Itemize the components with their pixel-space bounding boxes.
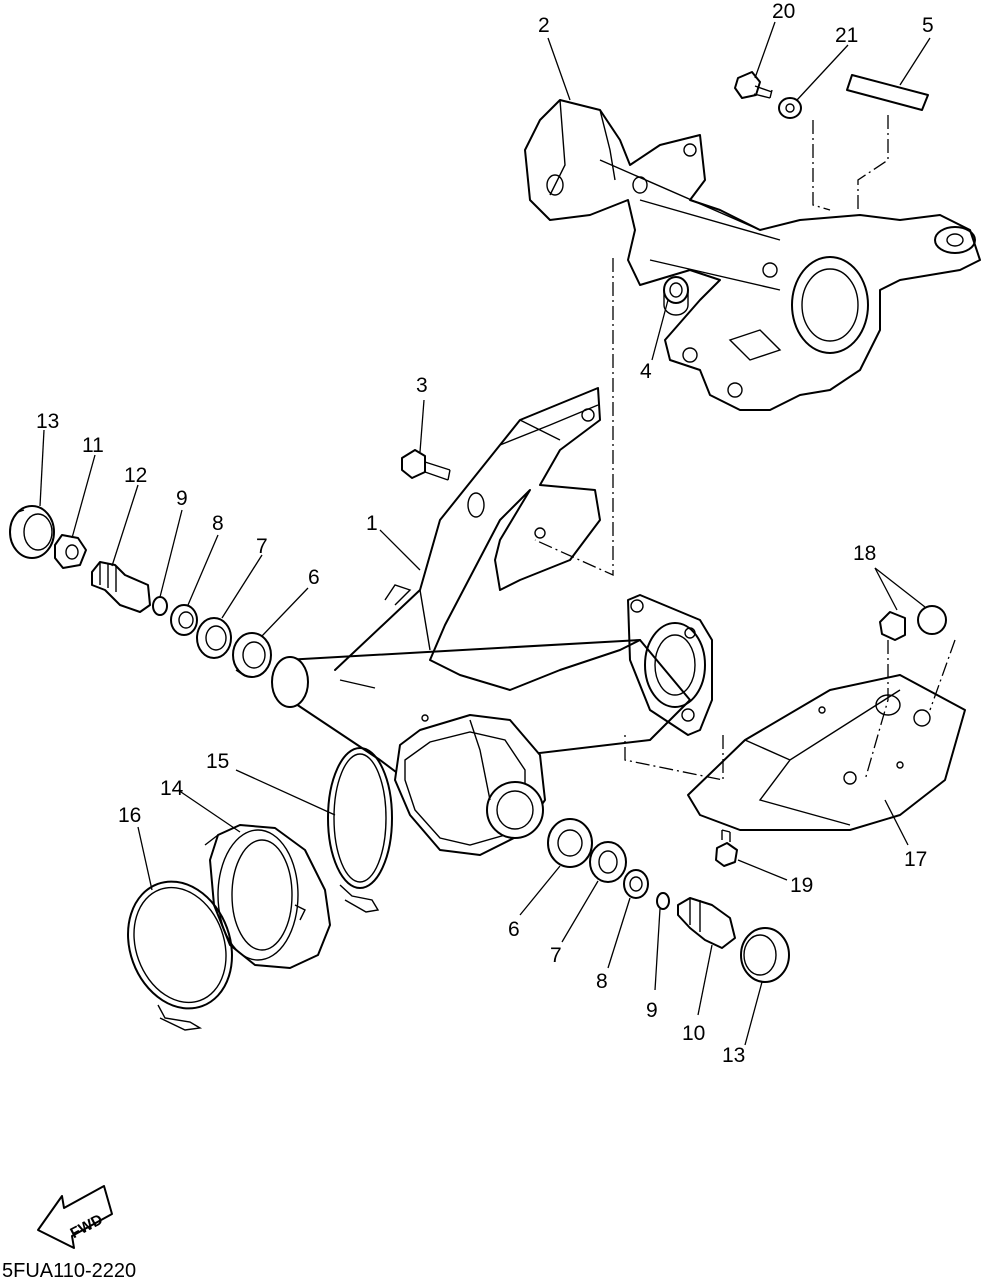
part-cap-13-left — [9, 505, 55, 559]
callout-8-left: 8 — [212, 512, 224, 535]
fwd-label: FWD — [68, 1211, 106, 1242]
callout-2: 2 — [538, 14, 550, 37]
callout-6-right: 6 — [508, 918, 520, 941]
part-clamp-15 — [327, 747, 393, 913]
part-band-16 — [127, 880, 233, 1031]
part-collar-8-left — [170, 604, 198, 636]
part-bolt-3 — [401, 449, 485, 518]
callout-18: 18 — [853, 542, 876, 565]
part-pivot-shaft-12 — [91, 561, 151, 613]
part-nut-4 — [663, 276, 689, 316]
callout-7-left: 7 — [256, 535, 268, 558]
alignment-lines — [534, 115, 956, 781]
callout-5: 5 — [922, 14, 934, 37]
part-bolt-19 — [715, 829, 738, 867]
part-pivot-shaft-10 — [677, 897, 736, 949]
callout-8-right: 8 — [596, 970, 608, 993]
part-washer-21 — [778, 97, 802, 119]
callout-13-right: 13 — [722, 1044, 745, 1067]
part-boot-14 — [204, 824, 331, 969]
callout-10: 10 — [682, 1022, 705, 1045]
callout-15: 15 — [206, 750, 229, 773]
part-bearing-6-left — [232, 632, 272, 678]
callout-20: 20 — [772, 0, 795, 23]
callout-1: 1 — [366, 512, 378, 535]
part-label-5 — [846, 74, 929, 111]
callout-9-left: 9 — [176, 487, 188, 510]
fwd-arrow-icon: FWD — [37, 1185, 113, 1249]
part-oring-9-left — [152, 596, 168, 616]
part-cap-18 — [879, 605, 947, 641]
callout-11: 11 — [82, 434, 104, 457]
callout-19: 19 — [790, 874, 813, 897]
part-cap-13-right — [740, 927, 790, 983]
part-rear-axle-housing — [524, 99, 981, 411]
part-bolt-20 — [734, 71, 773, 99]
part-seal-7-left — [196, 617, 232, 659]
callout-13-left: 13 — [36, 410, 59, 433]
part-swingarm — [271, 387, 826, 856]
part-guard-17 — [687, 674, 966, 831]
callout-21: 21 — [835, 24, 858, 47]
leader-lines — [39, 21, 931, 1046]
figure-code: 5FUA110-2220 — [2, 1260, 136, 1279]
callout-14: 14 — [160, 777, 184, 800]
callout-7-right: 7 — [550, 944, 562, 967]
part-seal-7-right — [589, 841, 627, 883]
callout-17: 17 — [904, 848, 927, 871]
callout-3: 3 — [416, 374, 428, 397]
part-bearing-6-right — [547, 818, 593, 868]
callout-6-left: 6 — [308, 566, 320, 589]
part-clip — [384, 584, 412, 606]
callout-16: 16 — [118, 804, 141, 827]
part-collar-8-right — [623, 869, 649, 899]
callout-4: 4 — [640, 360, 652, 383]
part-oring-9-right — [656, 892, 670, 910]
callout-12: 12 — [124, 464, 147, 487]
callout-9-right: 9 — [646, 999, 658, 1022]
part-nut-11 — [54, 534, 87, 569]
callout-numbers: 2 20 21 5 4 3 1 13 11 12 9 8 7 6 15 14 1… — [36, 0, 934, 1067]
